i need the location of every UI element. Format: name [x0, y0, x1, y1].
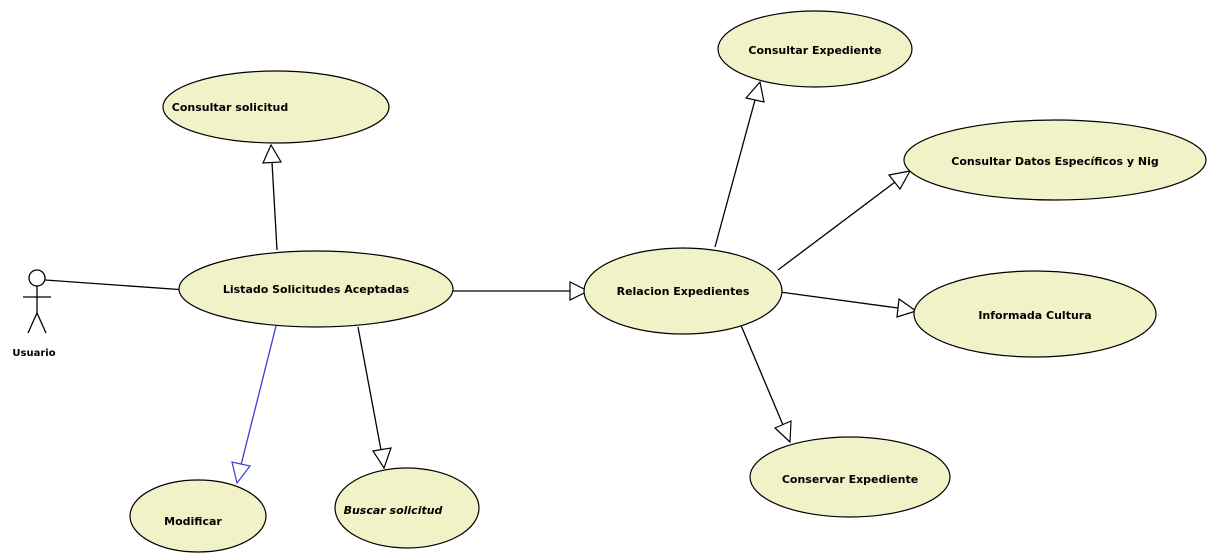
- usecase-label: Consultar Expediente: [748, 44, 881, 57]
- usecase-conservar-expediente[interactable]: Conservar Expediente: [749, 436, 951, 518]
- edge-relacion-consultar-expediente: [714, 80, 765, 248]
- edge-listado-relacion: [452, 281, 590, 301]
- actor-label: Usuario: [12, 348, 55, 359]
- usecase-label: Consultar Datos Específicos y Nig: [951, 155, 1158, 168]
- stick-figure-icon: [23, 269, 51, 334]
- usecase-listado-solicitudes-aceptadas[interactable]: Listado Solicitudes Aceptadas: [178, 250, 454, 328]
- usecase-label: Consultar solicitud: [172, 101, 288, 114]
- edge-relacion-informada-cultura: [779, 291, 918, 318]
- actor-usuario[interactable]: Usuario: [12, 269, 56, 359]
- usecase-label: Buscar solicitud: [344, 504, 443, 517]
- edge-listado-consultar-solicitud: [262, 143, 283, 251]
- usecase-informada-cultura[interactable]: Informada Cultura: [913, 270, 1157, 358]
- usecase-label: Conservar Expediente: [782, 473, 918, 486]
- usecase-label: Relacion Expedientes: [617, 285, 750, 298]
- usecase-consultar-datos-especificos[interactable]: Consultar Datos Específicos y Nig: [903, 119, 1207, 201]
- edge-relacion-conservar-expediente: [739, 322, 792, 444]
- edge-listado-modificar: [231, 325, 277, 485]
- usecase-label: Informada Cultura: [978, 309, 1091, 322]
- usecase-consultar-expediente[interactable]: Consultar Expediente: [717, 10, 913, 88]
- usecase-label: Modificar: [164, 515, 222, 528]
- edge-relacion-consultar-datos: [777, 170, 912, 271]
- usecase-label: Listado Solicitudes Aceptadas: [223, 283, 410, 296]
- usecase-buscar-solicitud[interactable]: Buscar solicitud: [334, 467, 480, 549]
- edge-listado-buscar-solicitud: [357, 326, 392, 470]
- usecase-relacion-expedientes[interactable]: Relacion Expedientes: [583, 247, 783, 335]
- association-usuario-listado: [44, 279, 187, 291]
- usecase-modificar[interactable]: Modificar: [129, 479, 267, 553]
- usecase-consultar-solicitud[interactable]: Consultar solicitud: [162, 70, 390, 144]
